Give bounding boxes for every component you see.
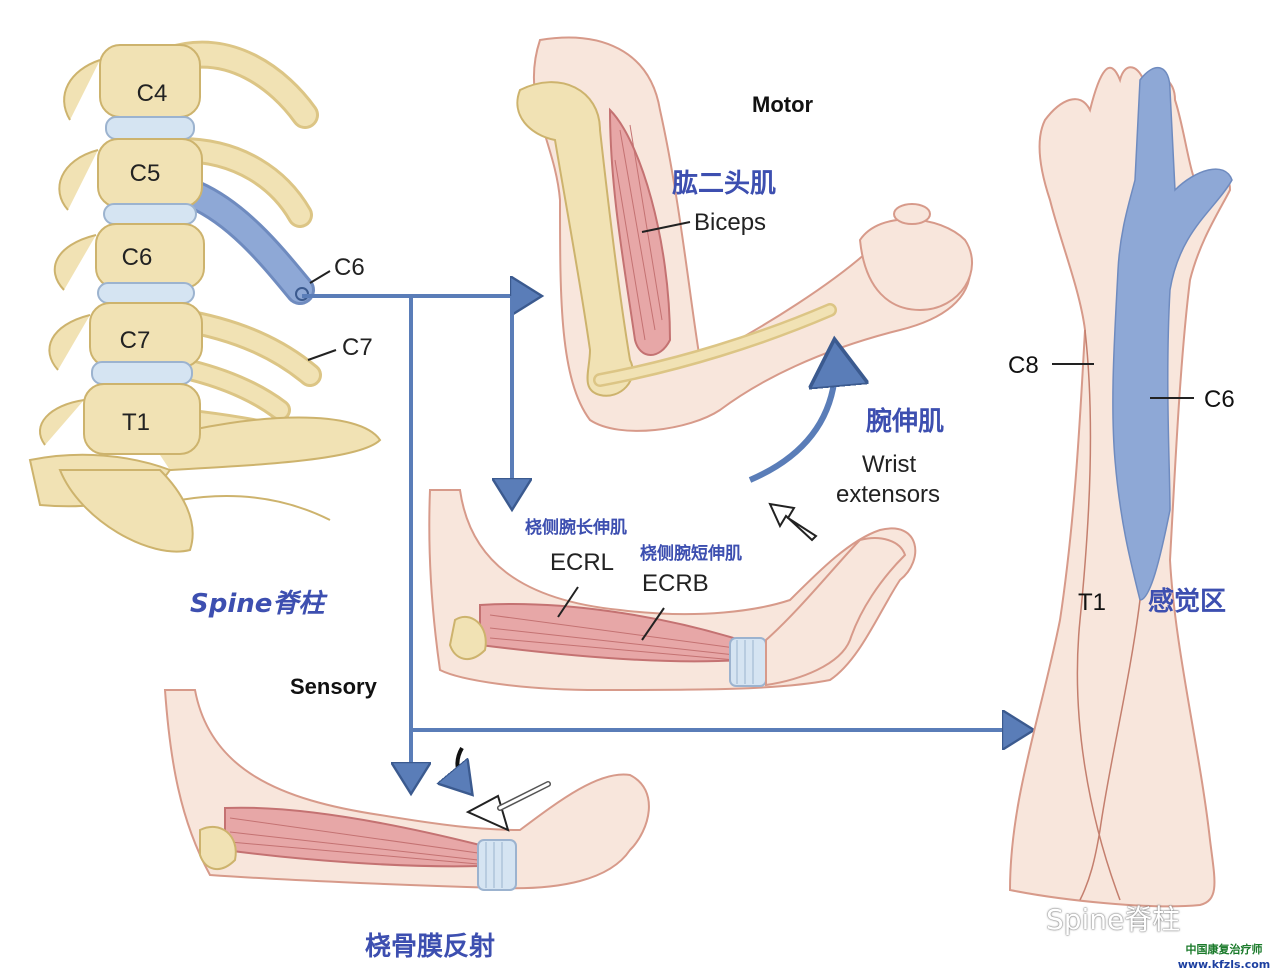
thumb (893, 203, 931, 225)
vertebra-label-c7: C7 (120, 327, 151, 354)
root-label-c6: C6 (334, 254, 365, 281)
cervical-spine: C4 C5 C6 C7 T1 C6 C7 Spine脊柱 (28, 40, 382, 619)
hollow-arrow (768, 502, 818, 542)
ecrl-label-zh: 桡侧腕长伸肌 (525, 517, 627, 538)
dermatome-label-c6: C6 (1204, 386, 1235, 413)
spine-caption: Spine脊柱 (190, 589, 328, 619)
wrist-extensors-label-line1: Wrist (862, 451, 917, 478)
dermatome-label-c8: C8 (1008, 352, 1039, 379)
vertebra-label-c4: C4 (137, 80, 168, 107)
extended-hand (765, 537, 907, 687)
biceps-muscle (608, 107, 672, 356)
reflex-caption-zh: 桡骨膜反射 (365, 932, 495, 962)
ecrb-label-zh: 桡侧腕短伸肌 (640, 543, 742, 564)
disc-c5-c6 (103, 203, 197, 225)
ecrl-label: ECRL (550, 549, 614, 576)
vertebra-label-t1: T1 (122, 409, 150, 436)
reflex-hammer (465, 794, 510, 832)
site-badge: 中国康复治疗师 www.kfzls.com (1170, 940, 1278, 976)
dermatome-arm-illustration: C8 C6 T1 感觉区 (1008, 66, 1235, 908)
sensory-heading: Sensory (290, 674, 378, 699)
biceps-label: Biceps (694, 209, 766, 236)
motor-heading: Motor (752, 92, 814, 117)
sensory-area-label-zh: 感觉区 (1148, 587, 1226, 617)
watermark-text: Spine脊柱 (1046, 903, 1181, 936)
badge-line-1: 中国康复治疗师 (1185, 943, 1263, 956)
wrist-extension-arrow (748, 345, 836, 483)
root-label-c7: C7 (342, 334, 373, 361)
tap-arrow (457, 746, 470, 792)
vertebra-label-c5: C5 (130, 160, 161, 187)
wrist-extensors-label-zh: 腕伸肌 (865, 406, 944, 437)
biceps-label-zh: 肱二头肌 (672, 169, 776, 199)
vertebra-t1 (83, 383, 201, 455)
badge-line-2: www.kfzls.com (1177, 958, 1271, 971)
humerus (516, 81, 634, 397)
brachioradialis-reflex-illustration: Sensory 桡骨膜反射 (163, 674, 650, 962)
elbow-bone (448, 615, 487, 660)
wrist-extensors-label-line2: extensors (836, 481, 940, 508)
reflex-elbow-bone (199, 825, 237, 870)
wrist-band-extensors (729, 637, 767, 687)
c6-dermatome (1112, 66, 1233, 601)
forearm-extensors-illustration: 桡侧腕长伸肌 ECRL 桡侧腕短伸肌 ECRB (428, 489, 917, 692)
dermatome-label-t1: T1 (1078, 589, 1106, 616)
biceps-arm-illustration: Motor 肱二头肌 Biceps (516, 36, 974, 432)
nerve-pathway-arrows (295, 288, 1030, 790)
wrist-band-reflex (477, 839, 517, 891)
disc-c7-t1 (91, 361, 193, 385)
vertebra-label-c6: C6 (122, 244, 153, 271)
disc-c6-c7 (97, 282, 195, 304)
disc-c4-c5 (105, 116, 195, 140)
ecrb-label: ECRB (642, 570, 709, 597)
first-rib (149, 416, 382, 471)
